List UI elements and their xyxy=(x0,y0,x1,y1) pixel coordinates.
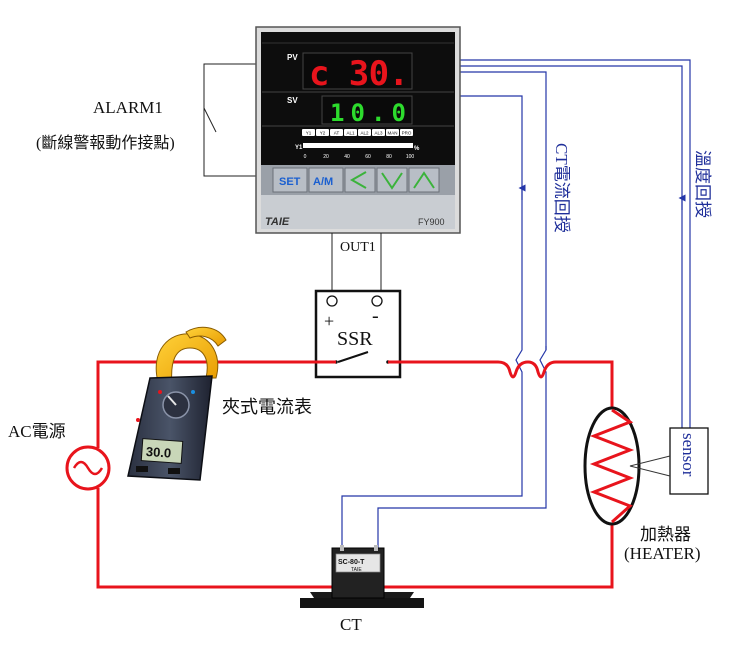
indicator-label: AL2 xyxy=(360,131,369,136)
sensor-box xyxy=(669,427,709,495)
heater xyxy=(583,406,641,526)
bar-tick-label: 100 xyxy=(406,154,415,160)
temp-feedback-line-a xyxy=(458,59,691,428)
clamp-meter: 30.0 xyxy=(127,326,227,481)
clamp-jaw-icon xyxy=(155,333,219,385)
ssr-switch xyxy=(337,351,369,363)
bar-unit: % xyxy=(414,146,420,152)
key-am[interactable]: A/M xyxy=(313,176,333,188)
key-am-bg xyxy=(308,167,344,193)
indicator-label: PRO xyxy=(402,131,412,136)
bar-tick-label: 40 xyxy=(344,154,350,160)
ssr-label: SSR xyxy=(337,328,373,350)
pv-display xyxy=(302,52,413,90)
indicator-row: Y1 Y2 AT AL1 AL2 AL3 MAN PRO xyxy=(302,129,413,136)
sensor-label: sensor xyxy=(679,433,698,477)
temp-feedback-line-b xyxy=(458,65,683,428)
indicator-lamp xyxy=(330,129,343,136)
bar-tick-label: 60 xyxy=(365,154,371,160)
out1-label: OUT1 xyxy=(340,240,376,255)
indicator-lamp xyxy=(372,129,385,136)
key-set-bg xyxy=(272,167,308,193)
bar-label: Y1 xyxy=(295,145,303,151)
ct-feedback-label: CT電流回授 xyxy=(552,143,571,233)
brand-label: TAIE xyxy=(265,216,290,228)
bar-tick-label: 0 xyxy=(304,154,307,160)
key-up-icon[interactable] xyxy=(413,171,435,189)
pv-value: c 30. xyxy=(309,54,409,94)
sensor: sensor xyxy=(629,427,709,495)
alarm-desc: (斷線警報動作接點) xyxy=(36,134,175,152)
ssr-relay: + - SSR xyxy=(314,289,402,379)
key-down-icon[interactable] xyxy=(381,172,403,190)
temp-feedback-label: 溫度回授 xyxy=(693,150,712,218)
heater-element-icon xyxy=(589,408,635,524)
heater-label-en: (HEATER) xyxy=(624,544,700,563)
brand-strip xyxy=(261,195,455,229)
bar-tick-label: 80 xyxy=(386,154,392,160)
output-bar xyxy=(303,143,413,148)
meter-display: 30.0 xyxy=(145,444,171,461)
indicator-label: Y2 xyxy=(320,131,326,136)
indicator-lamp xyxy=(386,129,399,136)
indicator-label: AT xyxy=(334,131,340,136)
key-left-bg xyxy=(344,167,376,193)
alarm-contact xyxy=(203,107,217,133)
bar-tick-label: 20 xyxy=(323,154,329,160)
ct-label: CT xyxy=(340,615,362,634)
indicator-label: MAN xyxy=(388,131,398,136)
signal-lines xyxy=(341,59,691,548)
current-transformer: SC-80-T TAIE xyxy=(300,545,424,608)
heater-label: 加熱器 xyxy=(640,525,691,544)
bar-ticks: 0 20 40 60 80 100 xyxy=(304,154,415,160)
ct-feedback-line-a xyxy=(377,71,547,548)
indicator-label: Y1 xyxy=(306,131,312,136)
ac-source xyxy=(65,445,111,491)
indicator-lamp xyxy=(358,129,371,136)
alarm-title: ALARM1 xyxy=(93,98,163,117)
ct-model: SC-80-T xyxy=(338,559,365,566)
indicator-lamp xyxy=(344,129,357,136)
ac-source-label: AC電源 xyxy=(8,422,66,441)
alarm-bracket xyxy=(203,63,260,177)
ssr-plus: + xyxy=(324,311,334,331)
clamp-meter-label: 夾式電流表 xyxy=(222,397,312,417)
indicator-lamp xyxy=(302,129,315,136)
ssr-minus: - xyxy=(372,305,379,327)
indicator-lamp xyxy=(316,129,329,136)
indicator-label: AL1 xyxy=(346,131,355,136)
sv-label: SV xyxy=(287,96,298,105)
indicator-lamp xyxy=(400,129,413,136)
meter-body xyxy=(127,375,213,481)
meter-screen xyxy=(140,438,184,464)
pv-label: PV xyxy=(287,53,298,62)
key-left-icon[interactable] xyxy=(349,171,367,189)
power-line-hop xyxy=(497,360,614,410)
model-label: FY900 xyxy=(418,217,445,227)
sv-display xyxy=(321,95,413,125)
ct-tag xyxy=(335,553,381,573)
key-set[interactable]: SET xyxy=(279,176,301,188)
ct-brand: TAIE xyxy=(351,567,362,573)
indicator-label: AL3 xyxy=(374,131,383,136)
